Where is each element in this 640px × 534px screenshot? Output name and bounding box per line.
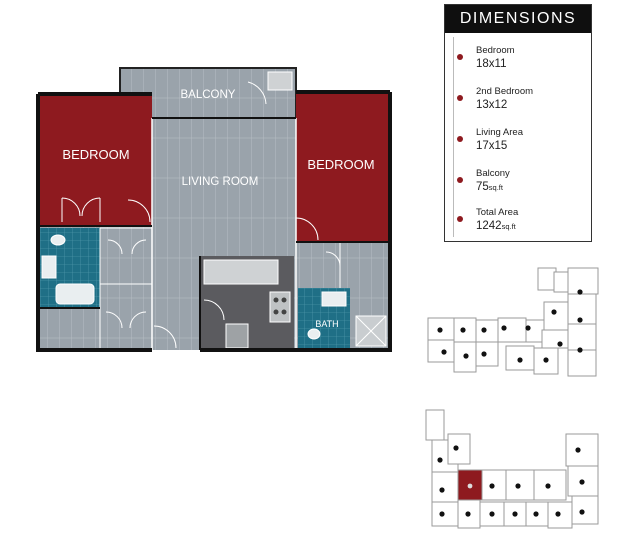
dimensions-panel: DIMENSIONS Bedroom 18x11 2nd Bedroom 13x… [444, 4, 592, 242]
bedroom-1-area [38, 94, 152, 226]
dimension-value: 13x12 [476, 99, 508, 111]
site-plan-upper [427, 267, 599, 377]
site-plan-lower [425, 409, 599, 529]
bullet-icon [457, 54, 463, 60]
bedroom-2-area [296, 92, 390, 242]
dimensions-divider [453, 37, 454, 237]
bedroom-2-label: BEDROOM [307, 157, 374, 172]
dimensions-title: DIMENSIONS [445, 5, 591, 33]
dimension-value: 17x15 [476, 140, 508, 152]
bullet-icon [457, 95, 463, 101]
bedroom-1-label: BEDROOM [62, 147, 129, 162]
dimension-label: Bedroom [476, 45, 515, 56]
living-room-label: LIVING ROOM [182, 176, 259, 188]
dimension-row: Total Area 1242sq.ft [445, 205, 591, 241]
bullet-icon [457, 216, 463, 222]
dimension-label: Balcony [476, 168, 510, 179]
dimension-value: 18x11 [476, 58, 507, 70]
dimension-row: 2nd Bedroom 13x12 [445, 84, 591, 120]
dimension-row: Balcony 75sq.ft [445, 166, 591, 202]
dimension-row: Living Area 17x15 [445, 125, 591, 161]
dimension-label: 2nd Bedroom [476, 86, 534, 97]
dimension-value: 1242sq.ft [476, 220, 516, 232]
dimension-label: Living Area [476, 127, 524, 138]
bullet-icon [457, 136, 463, 142]
bath-label: BATH [315, 319, 338, 329]
dimension-value: 75sq.ft [476, 181, 503, 193]
dimension-row: Bedroom 18x11 [445, 43, 591, 79]
dimension-label: Total Area [476, 207, 519, 218]
bullet-icon [457, 177, 463, 183]
floor-plan: BEDROOM BEDROOM BALCONY LIVING ROOM BATH [36, 67, 392, 352]
balcony-label: BALCONY [181, 89, 236, 101]
